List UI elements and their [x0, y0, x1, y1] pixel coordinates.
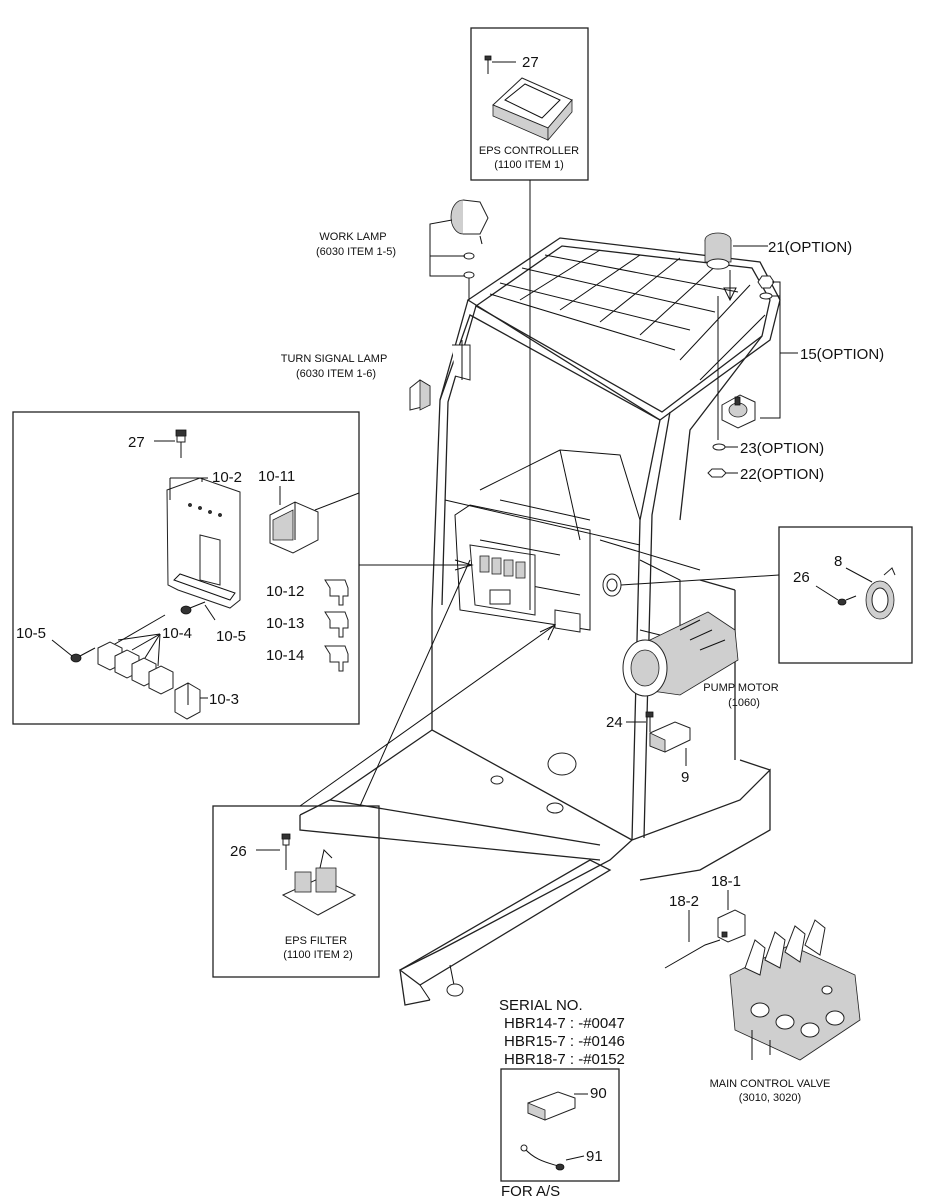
item-18-2-label: 18-2: [669, 893, 699, 910]
item-24-label: 24: [606, 714, 623, 731]
horn-item-8: 8: [834, 553, 842, 570]
horn-icon: [865, 567, 896, 620]
item-90-icon: [527, 1091, 576, 1121]
bolt-24-icon: [645, 711, 654, 732]
item-21-label: 21(OPTION): [768, 239, 852, 256]
washer-icon: [463, 252, 475, 279]
eps-controller-name: EPS CONTROLLER: [479, 145, 579, 157]
overhead-guard: [466, 237, 781, 421]
filter-mount: [554, 609, 581, 633]
option-parts: 21(OPTION) 15(OPTION) 23(OPTION) 22(OPTI…: [704, 232, 884, 483]
horn-callout: 8 26: [620, 526, 913, 664]
eps-filter-icon: [281, 849, 357, 916]
nut-icon: [757, 275, 775, 300]
eps-controller-callout: 27 EPS CONTROLLER (1100 ITEM 1): [470, 27, 589, 610]
bolt-icon: [175, 429, 187, 458]
fuse-icon-1: [324, 579, 349, 606]
horn-item-26: 26: [793, 569, 810, 586]
beacon-icon: [704, 232, 737, 302]
item-90-label: 90: [590, 1085, 607, 1102]
eps-controller-ref: (1100 ITEM 1): [494, 159, 564, 171]
relay-box-callout: 27 10-2 10-11 10-12 10-13 10-14: [12, 411, 474, 725]
relay-icons: [97, 641, 174, 695]
for-as-label: FOR A/S: [501, 1183, 560, 1200]
item-24-9: 24 9: [606, 711, 691, 786]
relay-item-10-5-left: 10-5: [16, 625, 46, 642]
relay-item-10-3: 10-3: [209, 691, 239, 708]
relay-item-10-5-right: 10-5: [216, 628, 246, 645]
item-22-label: 22(OPTION): [740, 466, 824, 483]
pump-motor: PUMP MOTOR (1060): [622, 611, 779, 709]
relay-item-10-4: 10-4: [162, 625, 192, 642]
micro-switch-icon: [717, 909, 746, 943]
fuse-icon-2: [324, 611, 349, 638]
item-18: 18-1 18-2: [664, 873, 746, 969]
fuse-icon-3: [324, 645, 349, 672]
pump-motor-icon: [622, 611, 739, 697]
eps-controller-icon: [492, 77, 573, 142]
item-91-icon: [520, 1144, 565, 1171]
serial-title: SERIAL NO.: [499, 997, 583, 1014]
turn-signal-name: TURN SIGNAL LAMP: [281, 353, 388, 365]
screw-icon: [484, 55, 492, 74]
main-control-valve: MAIN CONTROL VALVE (3010, 3020): [710, 919, 861, 1104]
serial-line-2: HBR15-7 : -#0146: [504, 1033, 625, 1050]
serial-line-3: HBR18-7 : -#0152: [504, 1051, 625, 1068]
pump-motor-ref: (1060): [728, 697, 760, 709]
work-lamp-name: WORK LAMP: [319, 231, 386, 243]
screw-icon-right: [180, 601, 206, 615]
relay-item-27: 27: [128, 434, 145, 451]
switch-icon: [721, 394, 756, 429]
eps-filter-ref: (1100 ITEM 2): [283, 949, 353, 961]
item-15-label: 15(OPTION): [800, 346, 884, 363]
control-valve-name: MAIN CONTROL VALVE: [710, 1078, 831, 1090]
serial-line-1: HBR14-7 : -#0047: [504, 1015, 625, 1032]
relay-item-10-2: 10-2: [212, 469, 242, 486]
relay-item-10-12: 10-12: [266, 583, 304, 600]
eps-filter-callout: 26 EPS FILTER (1100 ITEM 2): [212, 559, 557, 978]
control-valve-ref: (3010, 3020): [739, 1092, 801, 1104]
eps-filter-name: EPS FILTER: [285, 935, 347, 947]
turn-signal-callout: TURN SIGNAL LAMP (6030 ITEM 1-6): [281, 340, 471, 411]
fuse-box-icon: [269, 501, 319, 554]
eps-filter-bolt-icon: [281, 833, 291, 870]
control-valve-icon: [729, 919, 861, 1061]
eps-controller-number: 27: [522, 54, 539, 71]
pump-motor-name: PUMP MOTOR: [703, 682, 778, 694]
screw-icon-left: [70, 647, 96, 663]
item-9-label: 9: [681, 769, 689, 786]
eps-filter-number: 26: [230, 843, 247, 860]
relay-item-10-11: 10-11: [258, 468, 295, 485]
item-23-label: 23(OPTION): [740, 440, 824, 457]
work-lamp-callout: WORK LAMP (6030 ITEM 1-5): [316, 199, 489, 300]
turn-signal-lamp-icon: [409, 379, 431, 411]
truck-frame: [299, 237, 781, 1006]
serial-section: SERIAL NO. HBR14-7 : -#0047 HBR15-7 : -#…: [499, 997, 625, 1200]
item-91-label: 91: [586, 1148, 603, 1165]
item-18-1-label: 18-1: [711, 873, 741, 890]
work-lamp-icon: [450, 199, 489, 245]
turn-signal-ref: (6030 ITEM 1-6): [296, 368, 376, 380]
flasher-relay-icon: [174, 682, 201, 720]
mounting-plate-icon: [166, 477, 241, 609]
resistor-icon: [649, 721, 691, 753]
horn-bolt-icon: [837, 595, 857, 606]
relay-item-10-13: 10-13: [266, 615, 304, 632]
work-lamp-ref: (6030 ITEM 1-5): [316, 246, 396, 258]
relay-mount: [469, 544, 536, 616]
relay-item-10-14: 10-14: [266, 647, 304, 664]
